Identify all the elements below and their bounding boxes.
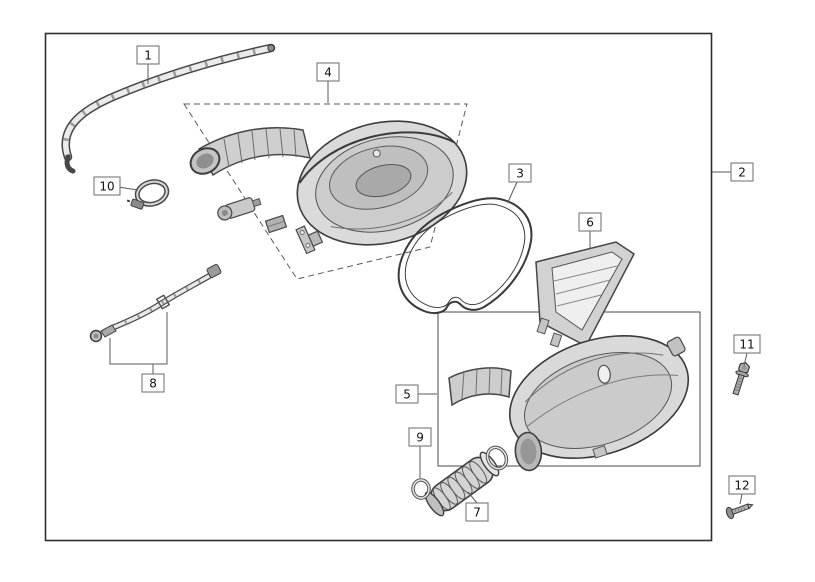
- callout-11-box: [733, 334, 761, 354]
- bracket-foot-2: [549, 332, 563, 348]
- part-gasket: [397, 197, 533, 315]
- callout-3-label: 3: [516, 167, 524, 181]
- callout-8: 8: [141, 373, 165, 393]
- callout-12-box: [728, 475, 756, 495]
- callout-11-label: 11: [739, 338, 754, 352]
- leader-8-bracket: [109, 312, 168, 365]
- callout-4-box: [316, 62, 340, 82]
- part-air-cleaner-housing: [189, 120, 468, 255]
- callout-9: 9: [408, 427, 432, 447]
- callout-9-label: 9: [416, 431, 424, 445]
- o-ring-large: [485, 445, 509, 471]
- callout-7-box: [465, 502, 489, 522]
- callout-8-box: [141, 373, 165, 393]
- callout-10-box: [93, 176, 121, 196]
- housing-drain-fitting: [217, 197, 262, 221]
- callout-2: 2: [730, 162, 754, 182]
- gasket-outer-edge: [397, 197, 533, 315]
- snorkel-mouth: [189, 147, 221, 175]
- part-breather-hose: [61, 43, 276, 174]
- hose-end-bend: [64, 154, 76, 174]
- callout-1-box: [136, 45, 160, 65]
- part-vent-bracket: [535, 241, 635, 348]
- part-drain-hose: [89, 263, 222, 343]
- hose-joint-clip: [155, 294, 171, 310]
- o-ring-small: [411, 478, 431, 500]
- callout-6: 6: [578, 212, 602, 232]
- part-group-4-dashed-outline: [183, 103, 468, 280]
- part-hose-clamp: [126, 179, 170, 210]
- callout-4-label: 4: [324, 66, 332, 80]
- callout-11: 11: [733, 334, 761, 354]
- banjo-bolt-center: [93, 333, 99, 339]
- diagram-frame: [44, 32, 713, 542]
- part-bolt: [732, 362, 751, 396]
- cover-inlet-nub: [666, 336, 686, 357]
- callout-5-box: [395, 384, 419, 404]
- leader-11: [743, 352, 748, 367]
- callout-12-label: 12: [734, 479, 749, 493]
- part-screw: [725, 503, 754, 520]
- part-baffle-plate: [448, 366, 512, 407]
- callout-6-label: 6: [586, 216, 594, 230]
- clamp-screw: [126, 198, 145, 210]
- housing-intake-snorkel: [189, 127, 311, 176]
- cover-duct-opening: [514, 431, 543, 472]
- drain-hose-body: [110, 269, 220, 330]
- callout-2-label: 2: [738, 166, 746, 180]
- hose-end-opening: [267, 44, 275, 52]
- callout-10: 10: [93, 176, 121, 196]
- bolt-head-center: [741, 365, 747, 371]
- leader-7: [467, 491, 478, 504]
- part-o-rings: [411, 445, 509, 500]
- lid-screw: [372, 149, 381, 158]
- screw-tip: [746, 503, 754, 510]
- bellows-end-left: [424, 491, 445, 517]
- callout-7: 7: [465, 502, 489, 522]
- cover-vent-hole: [597, 364, 611, 384]
- callout-9-box: [408, 427, 432, 447]
- part-air-cleaner-cover: [508, 334, 690, 472]
- callout-5-label: 5: [403, 388, 411, 402]
- callout-3-box: [508, 163, 532, 183]
- housing-spacer-block: [264, 214, 288, 234]
- clamp-band: [136, 180, 168, 206]
- callout-7-label: 7: [473, 506, 481, 520]
- hose-body: [63, 45, 274, 160]
- callout-1-label: 1: [144, 49, 152, 63]
- callout-12: 12: [728, 475, 756, 495]
- callout-4: 4: [316, 62, 340, 82]
- housing-body: [296, 120, 468, 246]
- leader-3: [507, 181, 518, 203]
- callout-2-box: [730, 162, 754, 182]
- gasket-inner-edge: [404, 203, 526, 308]
- callout-1: 1: [136, 45, 160, 65]
- drain-hose-bands: [111, 269, 219, 330]
- callout-5: 5: [395, 384, 419, 404]
- callout-3: 3: [508, 163, 532, 183]
- callout-6-box: [578, 212, 602, 232]
- callout-10-label: 10: [99, 180, 114, 194]
- leader-10: [117, 186, 139, 191]
- cover-tab: [592, 445, 608, 459]
- hose-end-clamp: [206, 263, 222, 279]
- screw-shank: [730, 503, 750, 515]
- bracket-opening: [551, 251, 623, 331]
- banjo-neck: [100, 324, 117, 338]
- callout-8-label: 8: [149, 377, 157, 391]
- bracket-foot-1: [536, 317, 550, 335]
- housing-mount-bracket: [295, 225, 324, 255]
- leader-12: [739, 493, 743, 505]
